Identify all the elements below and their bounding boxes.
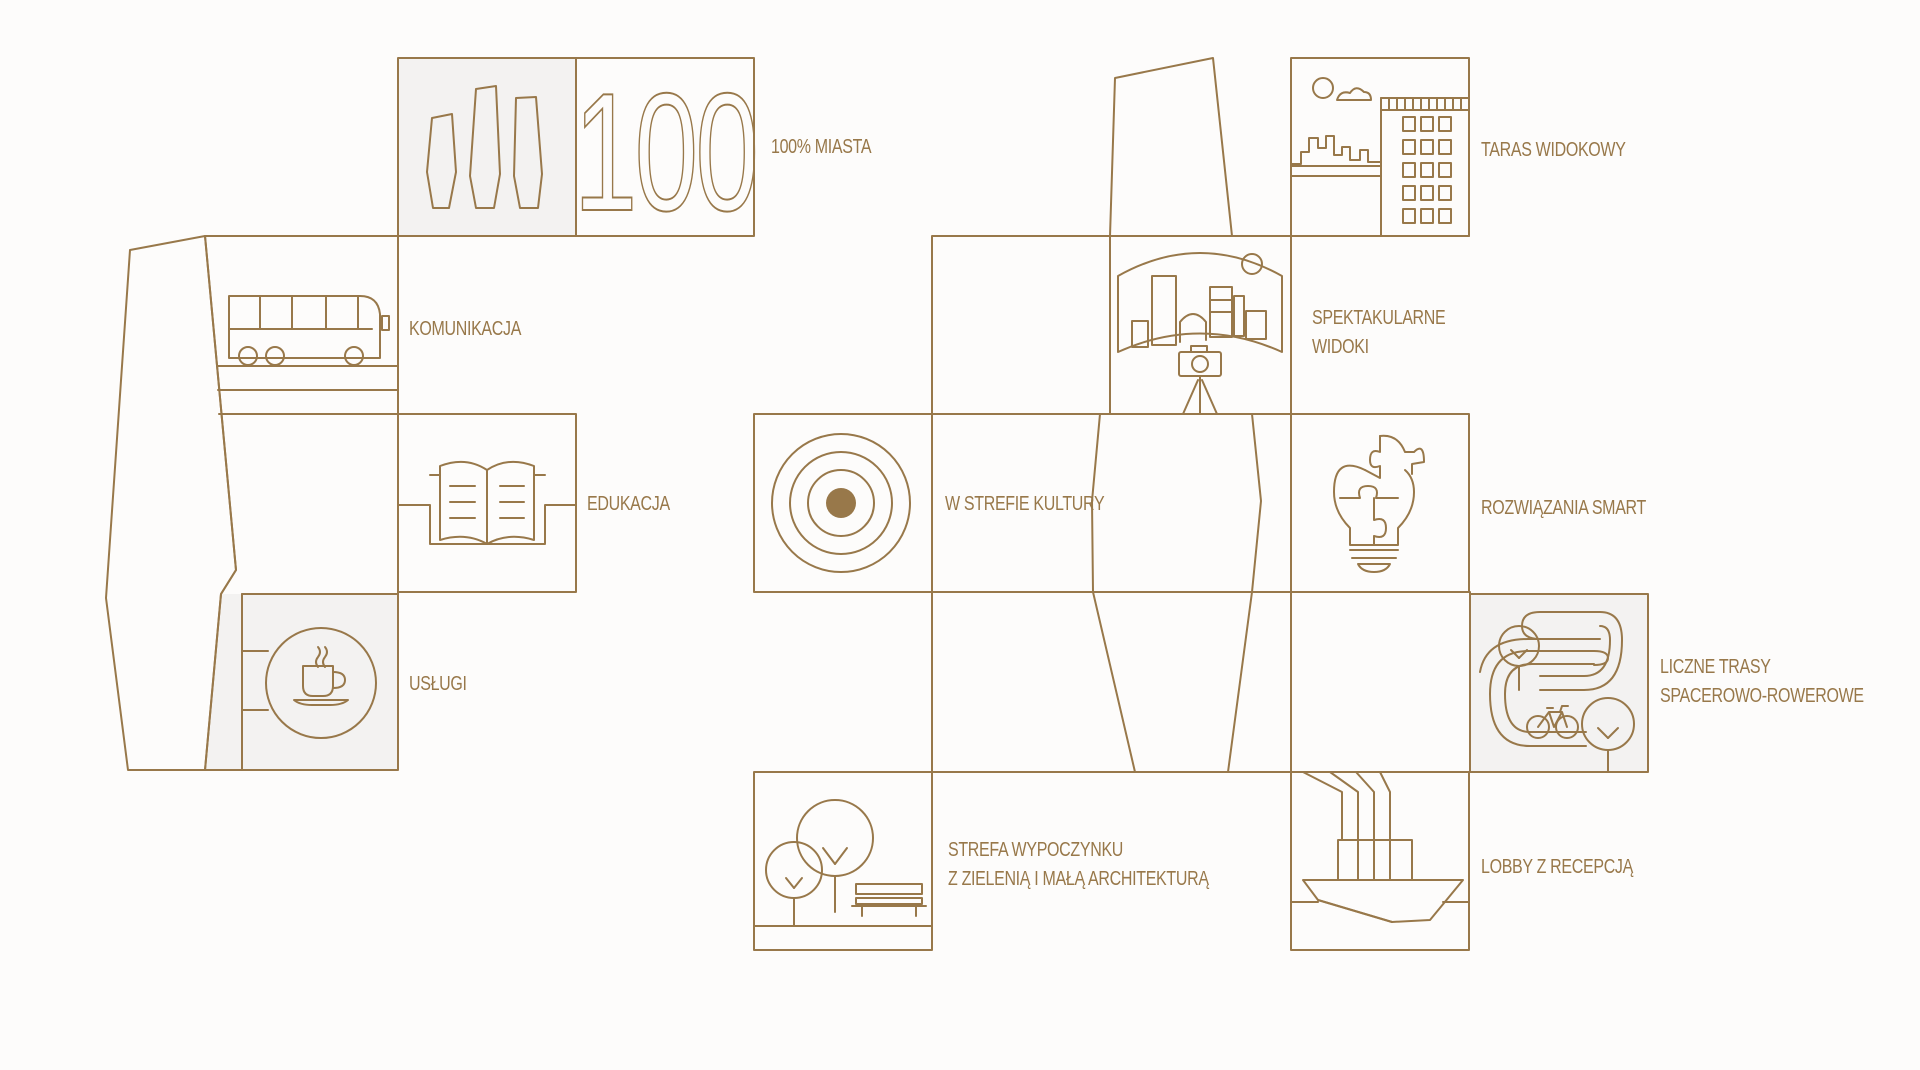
bus-icon: [228, 295, 390, 366]
park-bench-icon: [753, 799, 933, 927]
towers-panel: [398, 58, 576, 236]
right-diagram: [753, 57, 1649, 951]
label-taras: TARAS WIDOKOWY: [1481, 139, 1626, 161]
camera-cityscape-icon: [1117, 252, 1283, 415]
left-building-side: [105, 235, 237, 771]
lobby-reception-icon: [1290, 771, 1470, 923]
label-kultura: W STREFIE KULTURY: [945, 493, 1105, 515]
label-komunikacja: KOMUNIKACJA: [409, 318, 522, 340]
park-box: [753, 771, 933, 951]
label-smart: ROZWIĄZANIA SMART: [1481, 497, 1646, 519]
towers-icon: [426, 85, 543, 209]
tower-middle: [1091, 413, 1262, 593]
label-uslugi: USŁUGI: [409, 673, 467, 695]
label-lobby: LOBBY Z RECEPCJĄ: [1481, 856, 1633, 878]
tower-base: [1092, 591, 1253, 773]
label-edukacja: EDUKACJA: [587, 493, 670, 515]
target-rings-icon: [771, 433, 911, 573]
label-miasta: 100% MIASTA: [771, 136, 872, 158]
building-side-panel: [205, 594, 242, 770]
left-diagram: [105, 57, 755, 771]
hero-number: 100: [574, 59, 756, 246]
building-terrace-icon: [1290, 77, 1470, 237]
coffee-cup-icon: [241, 627, 377, 739]
book-box: [397, 413, 577, 593]
lobby-box: [1290, 771, 1470, 951]
bike-path-icon: [1479, 611, 1635, 773]
book-icon: [397, 460, 577, 545]
puzzle-bulb-icon: [1333, 434, 1425, 573]
tower-top: [1109, 57, 1233, 237]
coffee-panel: [242, 594, 398, 770]
